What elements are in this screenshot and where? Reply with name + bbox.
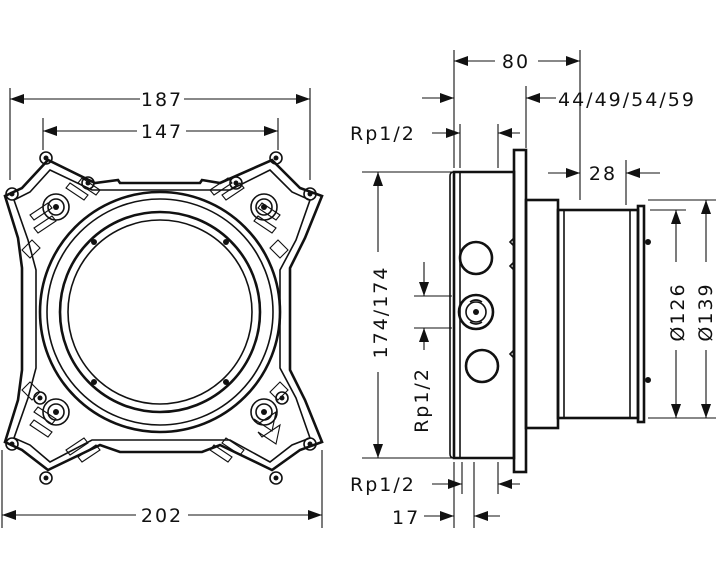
dim-147-label: 147 — [141, 121, 183, 143]
dim-dia-126-label: Ø126 — [667, 282, 689, 341]
dim-variants: 44/49/54/59 — [422, 89, 696, 111]
port-top — [458, 240, 494, 276]
dim-80: 80 — [454, 51, 580, 73]
thread-top-label: Rp1/2 — [350, 123, 416, 145]
flange-plate — [512, 148, 528, 474]
dim-variants-label: 44/49/54/59 — [558, 89, 696, 111]
dim-17: 17 — [392, 507, 500, 529]
dim-187-label: 187 — [141, 89, 183, 111]
collar — [524, 198, 560, 430]
dim-height-label: 174/174 — [370, 266, 392, 359]
sleeve — [556, 208, 640, 420]
mounting-plate-outline — [3, 158, 324, 472]
dim-147: 147 — [43, 121, 278, 143]
thread-top: Rp1/2 — [350, 123, 520, 145]
dim-height: 174/174 — [370, 172, 392, 458]
dim-dia-126: Ø126 — [667, 210, 689, 418]
dim-17-label: 17 — [392, 507, 420, 529]
dim-dia-139: Ø139 — [695, 200, 717, 418]
dim-80-label: 80 — [502, 51, 530, 73]
side-view: 80 44/49/54/59 Rp1/2 28 — [350, 50, 717, 529]
valve-body — [452, 170, 516, 460]
dim-187: 187 — [10, 89, 310, 111]
thread-mid-label: Rp1/2 — [411, 367, 433, 433]
port-mid — [457, 293, 495, 331]
dim-28: 28 — [548, 163, 660, 185]
dim-dia-139-label: Ø139 — [695, 282, 717, 341]
thread-bottom-label: Rp1/2 — [350, 474, 416, 496]
port-bottom — [464, 348, 500, 384]
dim-202-label: 202 — [141, 505, 183, 527]
front-view: 187 147 202 — [1, 88, 324, 528]
thread-mid: Rp1/2 — [411, 262, 433, 433]
side-extension-lines — [362, 50, 716, 528]
thread-bottom: Rp1/2 — [350, 474, 520, 496]
dim-202: 202 — [2, 505, 322, 527]
dim-28-label: 28 — [589, 163, 617, 185]
central-opening — [38, 190, 282, 434]
